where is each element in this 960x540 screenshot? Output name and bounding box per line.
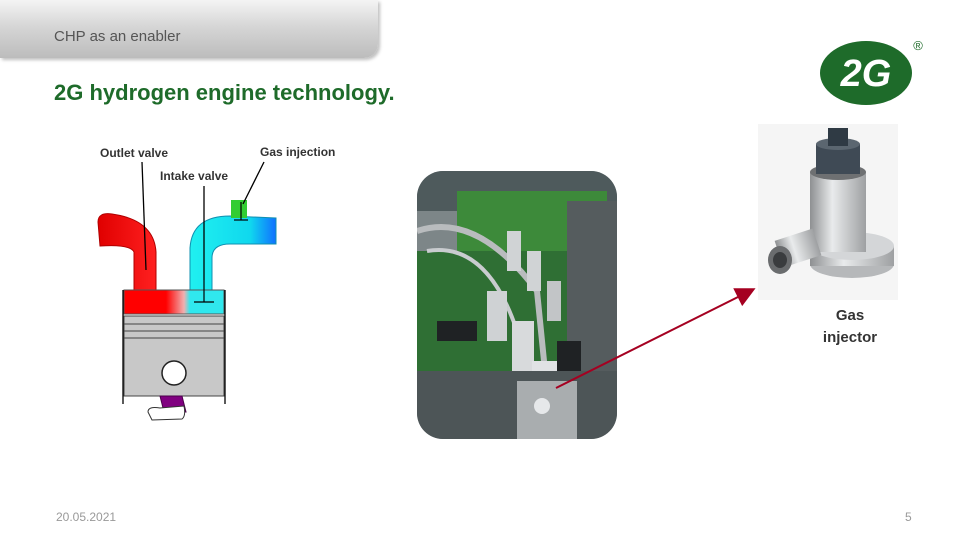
- gas-injection-port: [231, 200, 247, 218]
- engine-cylinder-diagram: Outlet valve Intake valve Gas injection: [97, 145, 335, 421]
- footer-date: 20.05.2021: [56, 510, 117, 524]
- gas-injector-label-line1: Gas: [835, 307, 865, 324]
- section-tab: CHP as an enabler: [0, 0, 378, 58]
- 2g-logo: 2G ®: [820, 38, 923, 105]
- outlet-port: [97, 213, 157, 291]
- slide-title: 2G hydrogen engine technology.: [54, 80, 395, 105]
- outlet-valve-label: Outlet valve: [100, 146, 168, 160]
- gas-injector-label: Gas injector: [790, 305, 910, 349]
- gas-injector-label-line2: injector: [822, 329, 878, 346]
- piston-pin: [161, 360, 187, 386]
- page-number: 5: [905, 510, 912, 524]
- engine-photo: [417, 171, 617, 439]
- intake-port: [189, 215, 277, 291]
- section-tab-label: CHP as an enabler: [54, 28, 181, 45]
- logo-registered: ®: [913, 38, 923, 53]
- intake-valve-label: Intake valve: [160, 169, 228, 183]
- logo-text: 2G: [840, 53, 892, 95]
- gas-injection-label: Gas injection: [260, 145, 335, 159]
- gas-injector-image: [758, 124, 898, 300]
